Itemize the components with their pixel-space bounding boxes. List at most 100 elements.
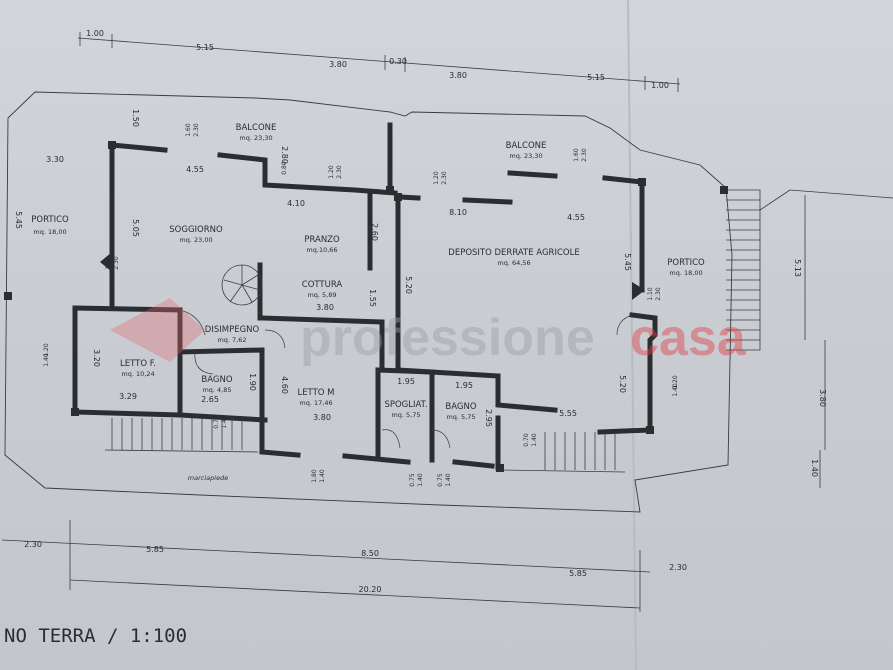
interior-dim-13: 5.20 [404, 276, 413, 294]
opening-dim-17: 0.70 [213, 415, 220, 429]
interior-dim-16: 3.29 [119, 392, 137, 401]
bottom-dim-0: 2.30 [24, 540, 42, 549]
spiral-stair [221, 264, 263, 306]
column-posts [4, 141, 728, 472]
stairs-right [726, 189, 893, 351]
opening-dim-14: 1.40 [43, 353, 50, 367]
watermark-text-a: professione [300, 309, 595, 367]
opening-dim-0: 1.60 [185, 123, 192, 137]
opening-dim-19: 1.80 [311, 469, 318, 483]
watermark: professione casa [110, 298, 747, 367]
opening-dim-25: 0.70 [523, 433, 530, 447]
room-letto-m: LETTO M [297, 388, 334, 398]
interior-dim-19: 4.60 [280, 376, 289, 394]
top-dim-4: 3.80 [449, 71, 467, 80]
opening-dim-20: 1.40 [319, 469, 326, 483]
interior-dim-20: 3.80 [313, 413, 331, 422]
top-dim-5: 5.15 [587, 73, 605, 82]
interior-dim-10: 5.45 [623, 253, 632, 271]
interior-dim-27: 1.40 [810, 459, 819, 477]
opening-dim-15: 1.20 [672, 375, 679, 389]
opening-dim-22: 1.40 [417, 473, 424, 487]
bottom-dimension-labels: 2.30 5.85 8.50 5.85 2.30 20.20 [24, 540, 687, 594]
drawing-title: NO TERRA / 1:100 [4, 625, 187, 647]
room-pranzo-area: mq.10,66 [306, 246, 337, 254]
room-soggiorno-area: mq. 23,00 [179, 236, 212, 244]
bottom-dim-2: 8.50 [361, 549, 379, 558]
opening-dim-8: 2.30 [581, 148, 588, 162]
opening-dim-4: 2.30 [336, 165, 343, 179]
opening-dim-21: 0.75 [409, 473, 416, 487]
opening-dim-18: 1.40 [221, 415, 228, 429]
interior-dim-3: 5.45 [14, 211, 23, 229]
interior-dim-14: 3.80 [316, 303, 334, 312]
interior-dim-11: 5.13 [793, 259, 802, 277]
room-letto-m-area: mq. 17,46 [299, 399, 332, 407]
interior-dim-2: 4.55 [186, 165, 204, 174]
interior-dim-8: 8.10 [449, 208, 467, 217]
entry-arrow-right-icon [632, 282, 645, 300]
watermark-logo-icon [110, 298, 205, 362]
top-dim-0: 1.00 [86, 29, 104, 38]
interior-dim-12: 1.55 [368, 289, 377, 307]
opening-dim-12: 2.30 [655, 287, 662, 301]
top-dim-6: 1.00 [651, 81, 669, 90]
interior-dim-0: 1.50 [131, 109, 140, 127]
entry-arrows [100, 252, 645, 300]
bottom-dim-1: 5.85 [146, 545, 164, 554]
interior-dim-25: 5.20 [618, 375, 627, 393]
opening-dim-13: 1.20 [43, 343, 50, 357]
top-dim-1: 5.15 [196, 43, 214, 52]
room-deposito-area: mq. 64,56 [497, 259, 530, 267]
door-swings [179, 309, 633, 449]
room-portico-right: PORTICO [667, 258, 705, 268]
room-letto-f-area: mq. 10,24 [121, 370, 154, 378]
interior-dim-7: 2.60 [370, 223, 379, 241]
interior-dim-24: 5.55 [559, 409, 577, 418]
opening-dim-23: 0.75 [437, 473, 444, 487]
entry-arrow-left-icon [100, 252, 112, 272]
bottom-dim-5: 20.20 [359, 585, 382, 594]
right-dimension-lines [804, 195, 826, 488]
interior-dim-6: 4.10 [287, 199, 305, 208]
room-letto-f: LETTO F. [120, 359, 156, 369]
room-portico-right-area: mq. 18,00 [669, 269, 702, 277]
room-pranzo: PRANZO [304, 235, 340, 245]
interior-dim-17: 2.65 [201, 395, 219, 404]
room-balcone-left: BALCONE [236, 123, 277, 133]
room-bagno-2: BAGNO [445, 402, 476, 412]
room-balcone-right: BALCONE [506, 141, 547, 151]
room-bagno-1: BAGNO [201, 375, 232, 385]
interior-dim-1: 3.30 [46, 155, 64, 164]
room-spogliat: SPOGLIAT. [384, 400, 427, 410]
label-marciapiede: marciapiede [188, 474, 228, 482]
room-portico-left: PORTICO [31, 215, 69, 225]
top-dimension-lines [77, 32, 681, 92]
room-deposito: DEPOSITO DERRATE AGRICOLE [448, 248, 579, 258]
top-dim-3: 0.30 [389, 57, 407, 66]
opening-dim-1: 2.30 [193, 123, 200, 137]
room-portico-left-area: mq. 18,00 [33, 228, 66, 236]
bottom-dim-4: 2.30 [669, 563, 687, 572]
opening-dim-11: 1.10 [647, 287, 654, 301]
room-disimpegno-area: mq. 7,62 [217, 336, 246, 344]
interior-dim-9: 4.55 [567, 213, 585, 222]
room-disimpegno: DISIMPEGNO [205, 325, 260, 335]
opening-dim-16: 1.40 [672, 383, 679, 397]
outer-contour [4, 91, 733, 513]
interior-dim-5: 2.80 [280, 146, 289, 164]
opening-dim-10: 2.30 [113, 256, 120, 270]
opening-dim-7: 1.60 [573, 148, 580, 162]
interior-dim-15: 3.20 [92, 349, 101, 367]
steps-lower [104, 418, 626, 473]
interior-dim-21: 1.95 [397, 377, 415, 386]
room-soggiorno: SOGGIORNO [169, 225, 223, 235]
room-labels: BALCONE mq. 23,30 BALCONE mq. 23,30 PORT… [31, 123, 705, 482]
top-dim-2: 3.80 [329, 60, 347, 69]
room-spogliat-area: mq. 5,75 [391, 411, 420, 419]
main-walls [72, 122, 658, 471]
